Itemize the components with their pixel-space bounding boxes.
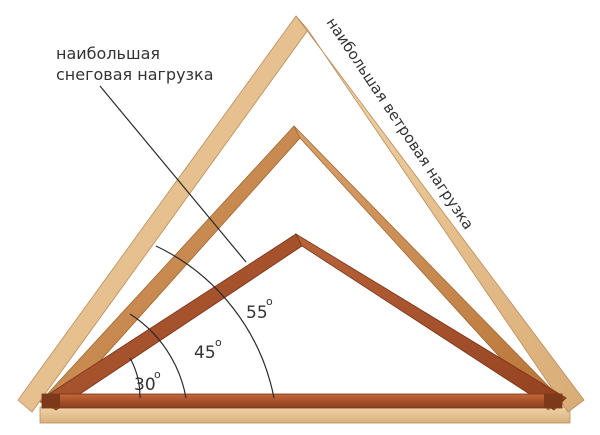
beam-end-right xyxy=(544,394,562,408)
snow-load-label-line1: наибольшая xyxy=(56,44,160,63)
rafter-right-30 xyxy=(295,232,567,411)
angle-55-degree-mark: o xyxy=(266,295,273,308)
snow-load-label-line2: снеговая нагрузка xyxy=(56,65,214,84)
angle-label-30: 30 o xyxy=(134,368,161,395)
beam-end-left xyxy=(42,394,60,408)
truss-55 xyxy=(17,15,585,413)
angle-30-degree-mark: o xyxy=(154,368,161,381)
angle-label-45: 45 o xyxy=(194,336,222,363)
angle-label-55: 55 o xyxy=(246,295,273,323)
base-beam-light xyxy=(39,406,571,424)
truss-30 xyxy=(45,232,567,411)
arc-30 xyxy=(129,357,141,399)
rafter-right-55 xyxy=(295,15,585,413)
angle-45-degree-mark: o xyxy=(215,336,222,349)
wind-load-label: наибольшая ветровая нагрузка xyxy=(323,14,478,233)
arc-55 xyxy=(155,245,275,399)
rafter-right-45 xyxy=(293,125,563,411)
angle-30-value: 30 xyxy=(134,375,156,395)
snow-pointer-line xyxy=(99,85,247,263)
arc-45 xyxy=(129,313,187,399)
angle-55-value: 55 xyxy=(246,303,268,323)
angle-45-value: 45 xyxy=(194,343,216,363)
bottom-chord-beam xyxy=(41,393,563,409)
